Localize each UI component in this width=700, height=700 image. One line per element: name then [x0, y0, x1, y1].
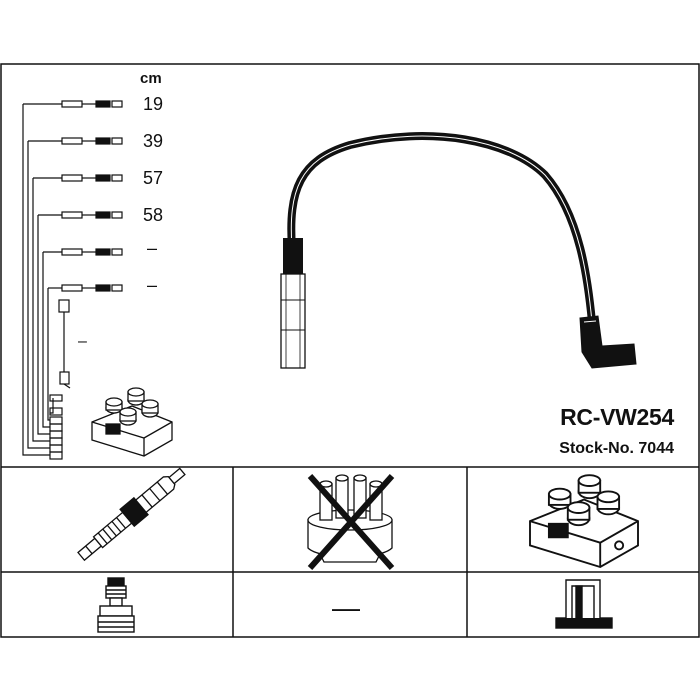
length-unit: cm — [140, 70, 162, 87]
stock-value: 7044 — [638, 440, 674, 457]
extra-lead-length: – — [78, 333, 87, 350]
length-value: 58 — [143, 205, 164, 225]
plug-connector-icon — [97, 577, 135, 633]
ignition-lead-icon — [280, 132, 637, 369]
cap-not-included: — — [332, 592, 360, 623]
frame — [0, 63, 700, 638]
ignition-coil-icon — [91, 387, 173, 457]
product-name: RC-VW254 — [560, 404, 674, 430]
length-value: 57 — [143, 168, 164, 188]
spark-plug-icon — [77, 467, 186, 562]
ignition-coil-icon — [529, 474, 639, 569]
stock-prefix: Stock-No. — [559, 440, 634, 457]
length-value: 19 — [143, 94, 164, 114]
terminal-icon — [555, 579, 613, 629]
length-value: – — [147, 238, 158, 258]
stock-number: Stock-No. 7044 — [559, 440, 674, 458]
extra-lead — [58, 299, 71, 389]
terminal-stack — [49, 394, 63, 460]
not-applicable-cross-icon — [307, 474, 395, 570]
length-value: – — [147, 275, 158, 295]
length-value: 39 — [143, 131, 164, 151]
lead-connectors — [23, 100, 123, 292]
wire-set-schematic — [22, 100, 123, 460]
